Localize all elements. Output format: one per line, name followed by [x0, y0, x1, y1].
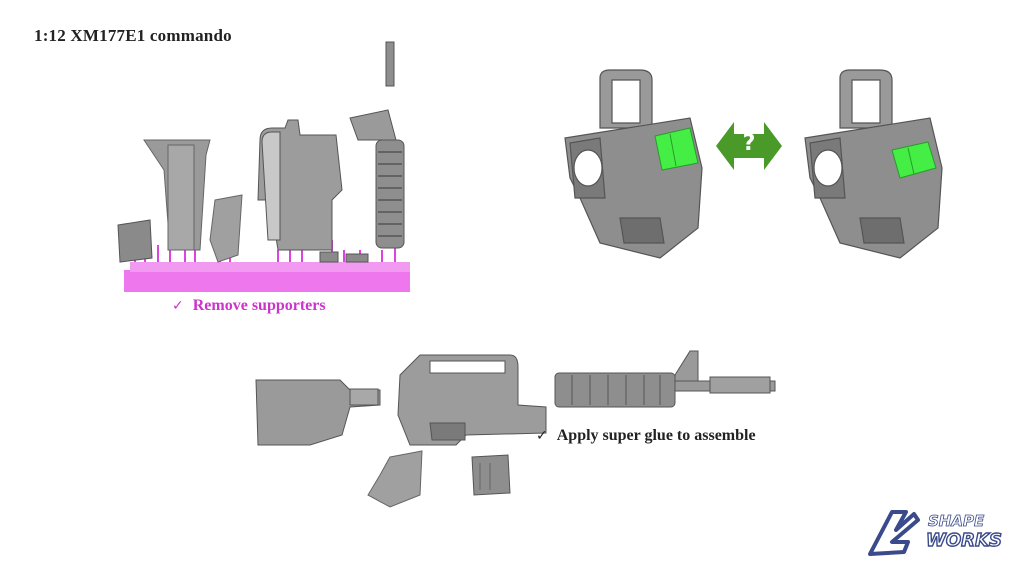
remove-supporters-label: Remove supporters: [192, 297, 326, 314]
apply-glue-note: ✓ Apply super glue to assemble: [536, 427, 756, 445]
logo-text-shape: SHAPE: [928, 512, 985, 530]
compare-arrow: [716, 122, 782, 170]
dust-cover-highlight-before: [654, 127, 699, 171]
support-base: [124, 262, 410, 292]
receiver-part: [257, 119, 343, 251]
small-parts: [319, 251, 369, 263]
remove-supporters-note: ✓ Remove supporters: [172, 297, 326, 315]
stock-part: [143, 139, 211, 251]
magazine: [471, 454, 511, 496]
checkmark-icon: ✓: [172, 298, 184, 314]
printed-parts-with-supports: [117, 41, 410, 292]
logo-swoosh: [868, 510, 920, 556]
upper-receiver: [397, 354, 547, 446]
question-mark-icon: ?: [742, 131, 756, 156]
grip-part: [209, 194, 243, 263]
magazine-part: [117, 219, 153, 263]
slide-title: 1:12 XM177E1 commando: [34, 26, 232, 45]
receiver-after: [804, 69, 943, 259]
apply-glue-label: Apply super glue to assemble: [556, 427, 756, 444]
stock-assembly: [255, 379, 381, 446]
grip: [367, 450, 423, 508]
logo-text-works: WORKS: [926, 530, 1002, 551]
receiver-before: [564, 69, 703, 259]
shapeworks-logo: SHAPE WORKS: [868, 510, 1003, 556]
assembled-parts: [255, 350, 776, 508]
dust-cover-highlight-after: [891, 141, 937, 179]
checkmark-icon: ✓: [536, 428, 548, 444]
handguard-barrel-part: [349, 41, 405, 249]
barrel-handguard: [554, 350, 776, 408]
